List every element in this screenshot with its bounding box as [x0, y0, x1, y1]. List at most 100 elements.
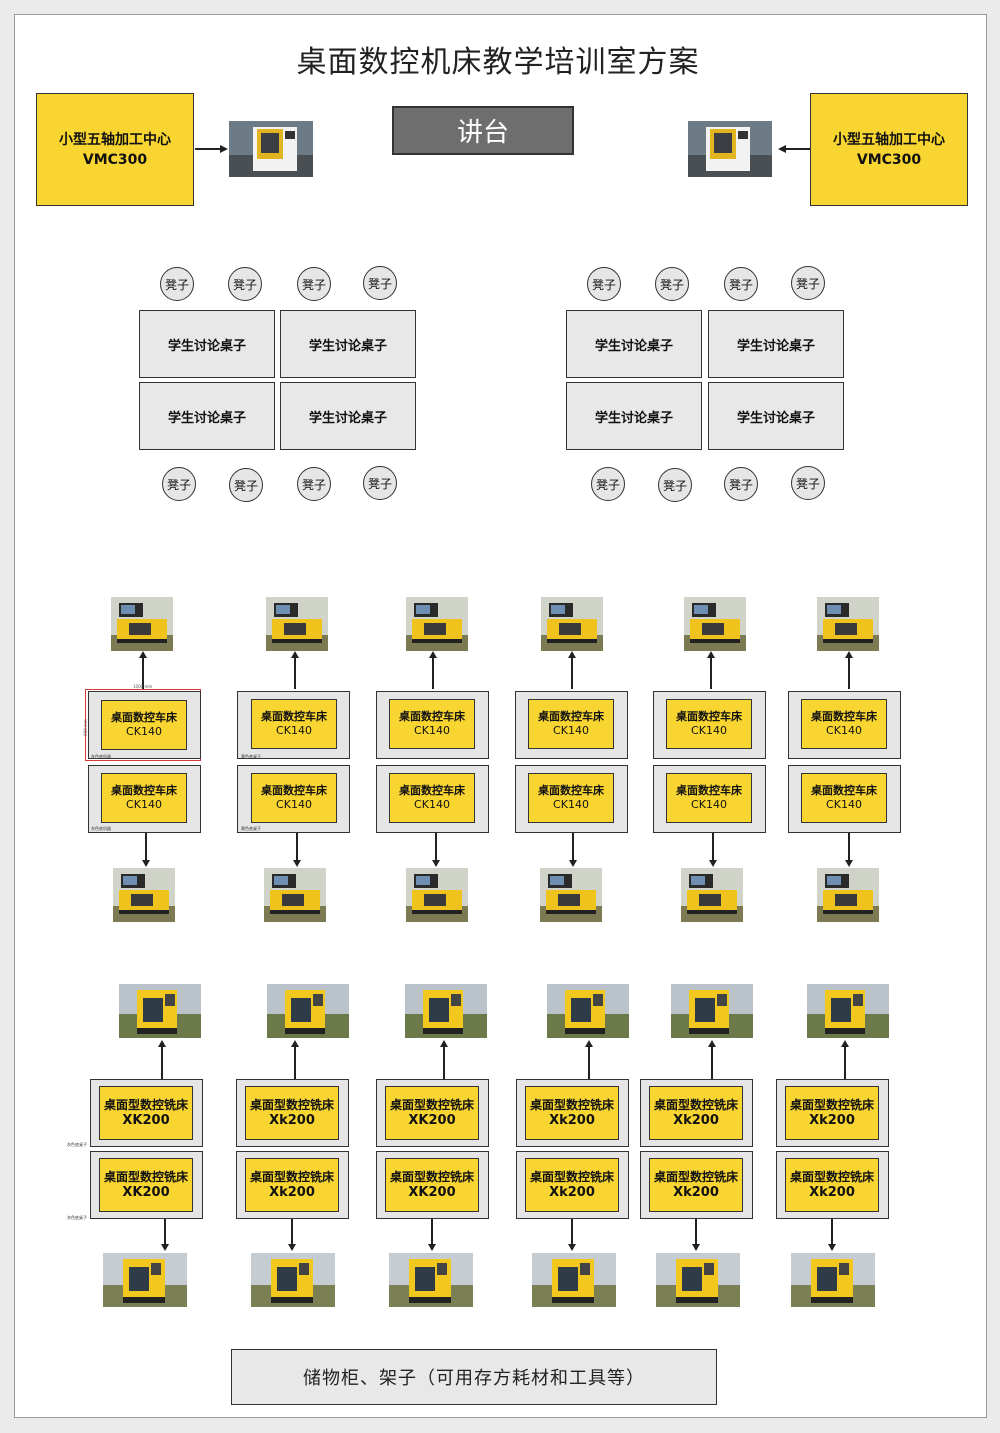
lathe-name: 桌面数控车床	[811, 784, 877, 797]
arrow-line	[710, 658, 712, 689]
desktop-cnc-mill-photo-icon	[656, 1253, 740, 1307]
desktop-cnc-mill-photo-icon	[532, 1253, 616, 1307]
arrow-up-icon	[440, 1040, 448, 1047]
lathe-photo-top	[266, 597, 328, 651]
mill-code: Xk200	[549, 1113, 595, 1128]
lathe-code: CK140	[126, 798, 162, 811]
mill-photo-top	[119, 984, 201, 1038]
stool: 凳子	[160, 267, 194, 301]
arrow-up-icon	[291, 651, 299, 658]
lathe-photo-bottom	[540, 868, 602, 922]
mill-small-label: 灰色底桌子	[67, 1142, 87, 1147]
mill-code: Xk200	[673, 1113, 719, 1128]
stool: 凳子	[297, 467, 331, 501]
lathe-name: 桌面数控车床	[676, 784, 742, 797]
lathe-name: 桌面数控车床	[111, 784, 177, 797]
vmc-left-arrow	[195, 148, 221, 150]
mill-photo-top	[807, 984, 889, 1038]
mill-name: 桌面型数控铣床	[249, 1098, 334, 1112]
mill-code: Xk200	[269, 1185, 315, 1200]
mill-photo-bottom	[656, 1253, 740, 1307]
arrow-line	[294, 1047, 296, 1079]
mill-code: Xk200	[269, 1113, 315, 1128]
page-title: 桌面数控机床教学培训室方案	[296, 45, 700, 80]
lathe-code: CK140	[126, 725, 162, 738]
lathe-name: 桌面数控车床	[538, 710, 604, 723]
mill-code: XK200	[122, 1113, 170, 1128]
lathe-photo-bottom	[681, 868, 743, 922]
mill-code: XK200	[408, 1113, 456, 1128]
mill-photo-bottom	[532, 1253, 616, 1307]
arrow-up-icon	[707, 651, 715, 658]
student-desk: 学生讨论桌子	[139, 310, 275, 378]
arrow-down-icon	[569, 860, 577, 867]
desktop-cnc-lathe-photo-icon	[406, 597, 468, 651]
mill-code: Xk200	[809, 1185, 855, 1200]
student-desk: 学生讨论桌子	[566, 310, 702, 378]
arrow-line	[711, 1047, 713, 1079]
arrow-line	[432, 658, 434, 689]
lathe-small-label: 灰色底机器	[91, 754, 111, 759]
lathe-name: 桌面数控车床	[538, 784, 604, 797]
stool: 凳子	[591, 467, 625, 501]
mill-name: 桌面型数控铣床	[103, 1098, 188, 1112]
vmc300-right-photo	[688, 121, 772, 177]
arrow-right-icon	[220, 145, 228, 153]
mill-name: 桌面型数控铣床	[389, 1170, 474, 1184]
vmc-right-arrow	[785, 148, 811, 150]
arrow-line	[695, 1219, 697, 1245]
mill-name: 桌面型数控铣床	[789, 1170, 874, 1184]
lathe-code: CK140	[826, 724, 862, 737]
mill-code: Xk200	[549, 1185, 595, 1200]
arrow-line	[588, 1047, 590, 1079]
stool: 凳子	[791, 266, 825, 300]
arrow-down-icon	[709, 860, 717, 867]
mill-name: 桌面型数控铣床	[529, 1098, 614, 1112]
arrow-line	[831, 1219, 833, 1245]
vmc300-right-code: VMC300	[856, 151, 922, 168]
layout-sheet: 桌面数控机床教学培训室方案 小型五轴加工中心 VMC300 讲台 小型五轴加工中…	[14, 14, 987, 1418]
arrow-line	[443, 1047, 445, 1079]
student-desk: 学生讨论桌子	[708, 382, 844, 450]
lathe-code: CK140	[826, 798, 862, 811]
arrow-line	[142, 658, 144, 689]
desktop-cnc-mill-photo-icon	[267, 984, 349, 1038]
mill-photo-bottom	[103, 1253, 187, 1307]
lathe-name: 桌面数控车床	[811, 710, 877, 723]
mill-name: 桌面型数控铣床	[103, 1170, 188, 1184]
stool: 凳子	[363, 266, 397, 300]
lathe-code: CK140	[276, 724, 312, 737]
stool: 凳子	[724, 267, 758, 301]
five-axis-machine-photo-icon	[688, 121, 772, 177]
arrow-line	[161, 1047, 163, 1079]
arrow-down-icon	[845, 860, 853, 867]
desktop-cnc-lathe-photo-icon	[541, 597, 603, 651]
vmc300-left-photo	[229, 121, 313, 177]
desktop-cnc-mill-photo-icon	[807, 984, 889, 1038]
arrow-up-icon	[841, 1040, 849, 1047]
arrow-down-icon	[293, 860, 301, 867]
arrow-line	[844, 1047, 846, 1079]
arrow-line	[848, 833, 850, 861]
desktop-cnc-mill-photo-icon	[103, 1253, 187, 1307]
desktop-cnc-mill-photo-icon	[389, 1253, 473, 1307]
mill-photo-top	[671, 984, 753, 1038]
lathe-photo-bottom	[406, 868, 468, 922]
lathe-photo-top	[817, 597, 879, 651]
arrow-line	[435, 833, 437, 861]
mill-code: Xk200	[673, 1185, 719, 1200]
lathe-small-label: 黄色底桌子	[241, 754, 261, 759]
mill-photo-top	[547, 984, 629, 1038]
desktop-cnc-mill-photo-icon	[251, 1253, 335, 1307]
mill-name: 桌面型数控铣床	[789, 1098, 874, 1112]
desktop-cnc-lathe-photo-icon	[406, 868, 468, 922]
mill-photo-top	[267, 984, 349, 1038]
